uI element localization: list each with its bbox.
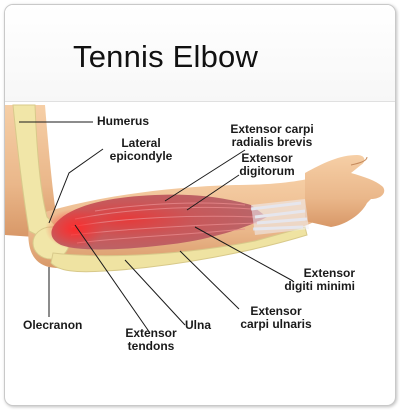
extensor-muscles: [51, 194, 267, 250]
label-extensor-carpi-ulnaris: Extensor carpi ulnaris: [240, 304, 312, 331]
title-banner: [5, 5, 395, 102]
label-olecranon: Olecranon: [23, 318, 83, 332]
label-extensor-tendons: Extensor tendons: [125, 326, 177, 353]
leader-lines: [19, 121, 294, 334]
ulna-bone: [50, 226, 308, 273]
label-extensor-digiti-minimi: Extensor digiti minimi: [284, 266, 355, 293]
label-extensor-carpi-radialis-brevis: Extensor carpi radialis brevis: [230, 122, 314, 149]
figure-frame: Tennis Elbow: [4, 4, 396, 406]
label-ulna: Ulna: [185, 318, 212, 332]
inflammation-area: [45, 209, 105, 249]
label-humerus: Humerus: [97, 114, 150, 128]
label-lateral-epicondyle: Lateral epicondyle: [109, 136, 173, 163]
label-extensor-digitorum: Extensor digitorum: [239, 151, 295, 178]
diagram-title: Tennis Elbow: [73, 39, 259, 74]
arm-illustration: [5, 104, 385, 334]
hand: [305, 155, 385, 227]
